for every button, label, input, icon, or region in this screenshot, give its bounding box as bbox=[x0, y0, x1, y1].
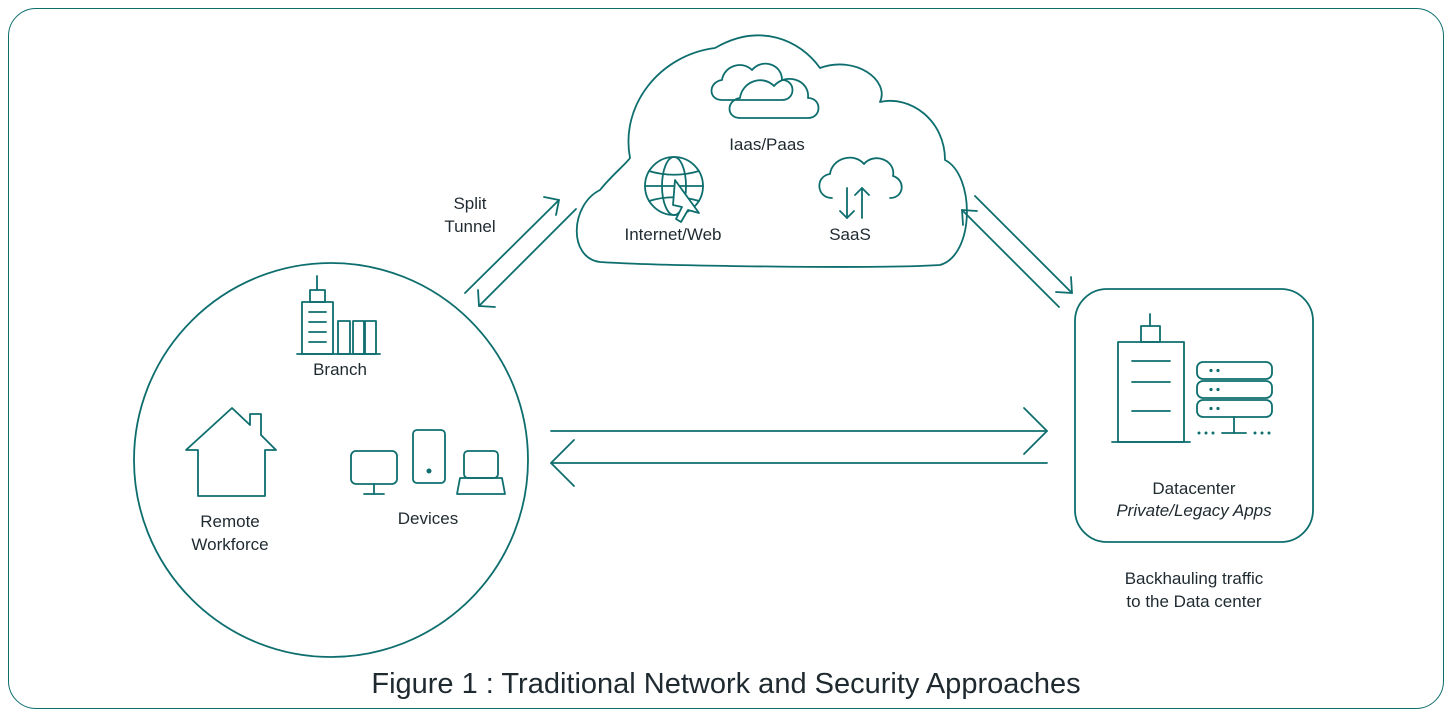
iaas-paas-label: Iaas/Paas bbox=[729, 135, 805, 154]
phone-icon bbox=[412, 429, 446, 484]
devices-label: Devices bbox=[397, 509, 459, 528]
figure-frame bbox=[8, 8, 1444, 709]
globe-cursor-icon bbox=[644, 156, 704, 223]
datacenter-box bbox=[1074, 288, 1314, 543]
figure-caption: Figure 1 : Traditional Network and Secur… bbox=[371, 668, 1081, 700]
tunnel-label: Tunnel bbox=[444, 217, 496, 236]
remote-label: Remote bbox=[200, 512, 260, 531]
cloud-updown-icon bbox=[818, 156, 903, 219]
internet-web-label: Internet/Web bbox=[624, 225, 722, 244]
datacenter-subtitle: Private/Legacy Apps bbox=[1116, 501, 1272, 520]
backhaul-line2: to the Data center bbox=[1126, 592, 1262, 611]
datacenter-building-icon bbox=[1111, 313, 1191, 443]
split-label: Split bbox=[453, 194, 487, 213]
branch-label: Branch bbox=[313, 360, 367, 379]
monitor-icon bbox=[350, 450, 398, 495]
datacenter-title: Datacenter bbox=[1152, 479, 1236, 498]
laptop-icon bbox=[456, 450, 506, 495]
split-tunnel-arrows[interactable] bbox=[464, 196, 577, 308]
house-icon bbox=[185, 407, 277, 497]
server-rack-icon bbox=[1196, 361, 1273, 435]
saas-label: SaaS bbox=[829, 225, 871, 244]
workforce-label: Workforce bbox=[191, 535, 269, 554]
cloud-shape bbox=[575, 34, 968, 268]
building-icon bbox=[296, 275, 381, 355]
site-circle bbox=[133, 262, 529, 658]
cloud-cluster-icon bbox=[710, 62, 820, 119]
backhaul-arrows[interactable] bbox=[550, 407, 1048, 487]
cloud-datacenter-arrows[interactable] bbox=[961, 195, 1073, 308]
backhaul-line1: Backhauling traffic bbox=[1124, 569, 1264, 588]
